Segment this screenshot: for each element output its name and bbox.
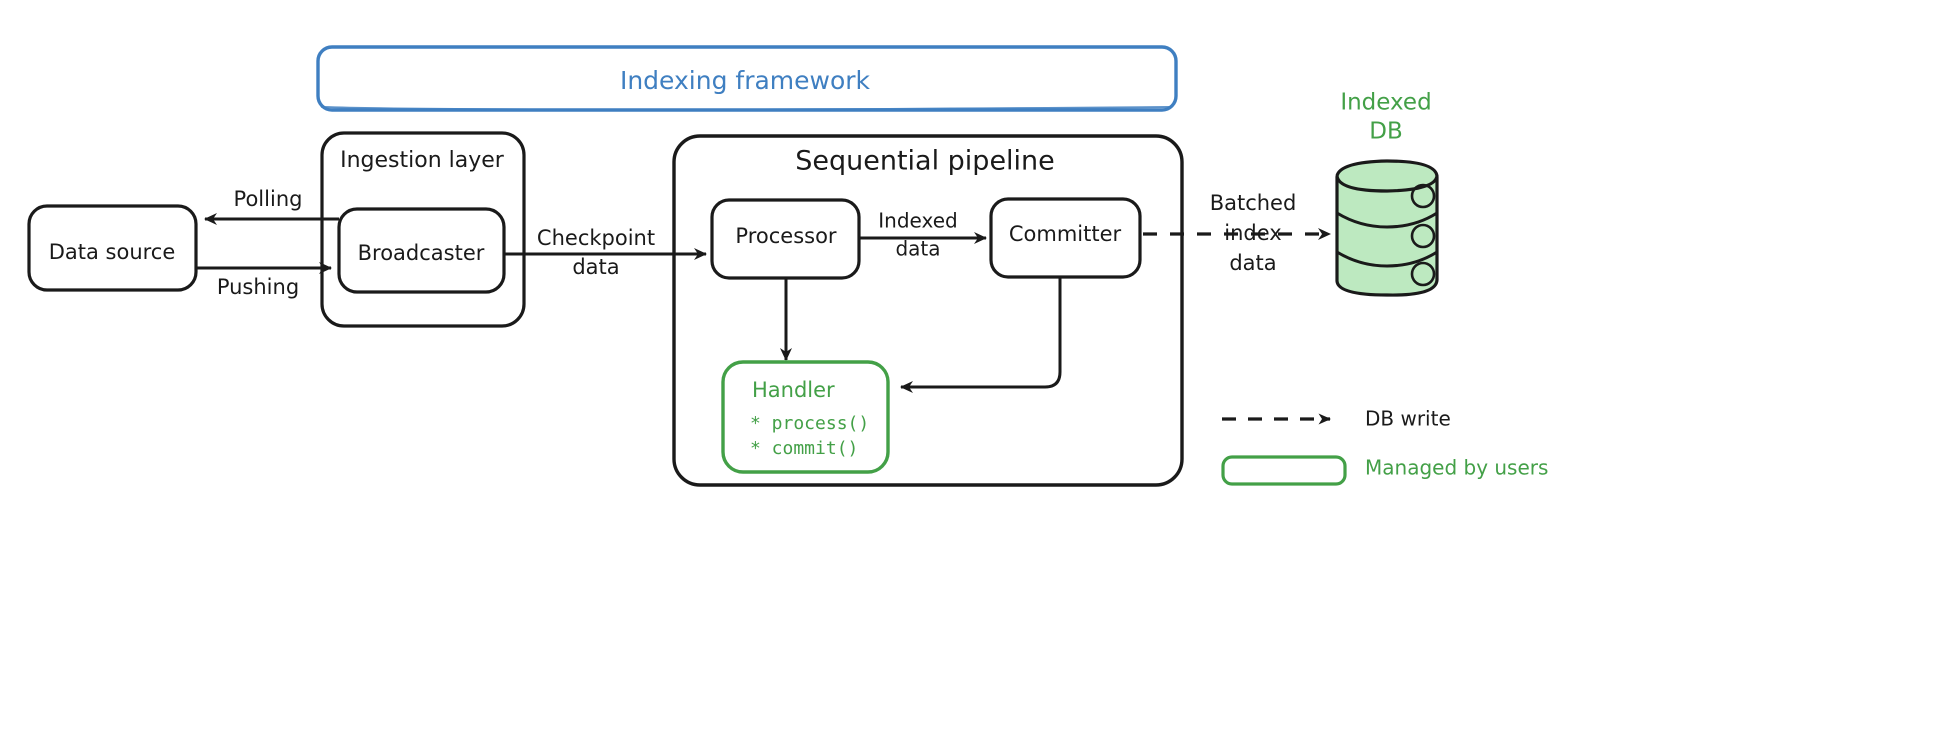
committer-label: Committer [1009,222,1122,246]
indexing-framework-sketch-underline [321,106,1171,111]
indexed-db-indicator-2 [1410,223,1436,249]
edge-committer-to-handler [900,277,1062,393]
indexing-framework-banner: Indexing framework [316,45,1178,112]
node-data-source[interactable]: Data source [27,204,198,292]
committer-box[interactable] [989,197,1142,279]
indexed-db-indicator-1 [1410,183,1436,209]
checkpoint-data-label-line1: Checkpoint [537,226,655,250]
indexed-db-divider-1 [1336,211,1438,229]
edge-checkpoint-data: Checkpoint data [504,226,707,279]
handler-method-commit: * commit() [750,438,858,459]
legend-item-db-write: DB write [1222,407,1451,431]
node-handler[interactable]: Handler * process() * commit() [721,360,890,474]
handler-title: Handler [752,378,835,402]
broadcaster-label: Broadcaster [358,241,485,265]
node-broadcaster[interactable]: Broadcaster [337,207,506,294]
handler-method-process: * process() [750,413,869,434]
sequential-pipeline-label: Sequential pipeline [795,146,1055,177]
checkpoint-data-label-line2: data [572,255,619,279]
indexed-data-label-line2: data [895,237,940,261]
legend-db-write-label: DB write [1365,407,1451,431]
batched-index-data-label-line2: index [1224,221,1281,245]
edge-indexed-data: Indexed data [859,209,987,261]
handler-box[interactable] [721,360,890,474]
edge-batched-index-data: Batched index data [1143,191,1331,275]
indexed-db-label-line1: Indexed [1340,90,1431,116]
committer-handler-arrow-line [900,277,1062,393]
batched-index-data-label-line3: data [1229,251,1276,275]
pushing-label: Pushing [217,275,299,299]
sequential-pipeline-container: Sequential pipeline [672,134,1184,487]
legend-green-box-icon [1221,455,1347,486]
node-processor[interactable]: Processor [710,198,861,280]
legend-item-managed-by-users: Managed by users [1221,455,1548,486]
indexed-db-divider-2 [1336,250,1438,268]
polling-label: Polling [234,187,303,211]
edge-pushing: Pushing [196,262,332,299]
indexed-db-top-rim [1335,159,1439,193]
node-committer[interactable]: Committer [989,197,1142,279]
sequential-pipeline-outline [672,134,1184,487]
data-source-box[interactable] [27,204,198,292]
broadcaster-box[interactable] [337,207,506,294]
ingestion-layer-label: Ingestion layer [340,148,505,173]
batched-index-data-label-line1: Batched [1210,191,1297,215]
processor-label: Processor [735,224,837,248]
indexed-db-label-line2: DB [1369,119,1403,145]
indexed-db-body-outline [1335,175,1439,297]
indexed-db-top-fill [1337,161,1437,191]
data-source-label: Data source [49,240,176,264]
node-indexed-db[interactable]: Indexed DB [1335,90,1439,297]
ingestion-layer-outline [320,131,526,328]
indexing-framework-label: Indexing framework [620,66,871,95]
edge-polling: Polling [204,187,339,225]
indexed-data-label-line1: Indexed [878,209,957,233]
indexed-db-indicator-3 [1410,261,1436,287]
legend-managed-by-users-label: Managed by users [1365,456,1548,480]
legend: DB write Managed by users [1221,407,1548,486]
ingestion-layer-container: Ingestion layer [320,131,526,328]
indexed-db-body-fill [1337,176,1437,295]
